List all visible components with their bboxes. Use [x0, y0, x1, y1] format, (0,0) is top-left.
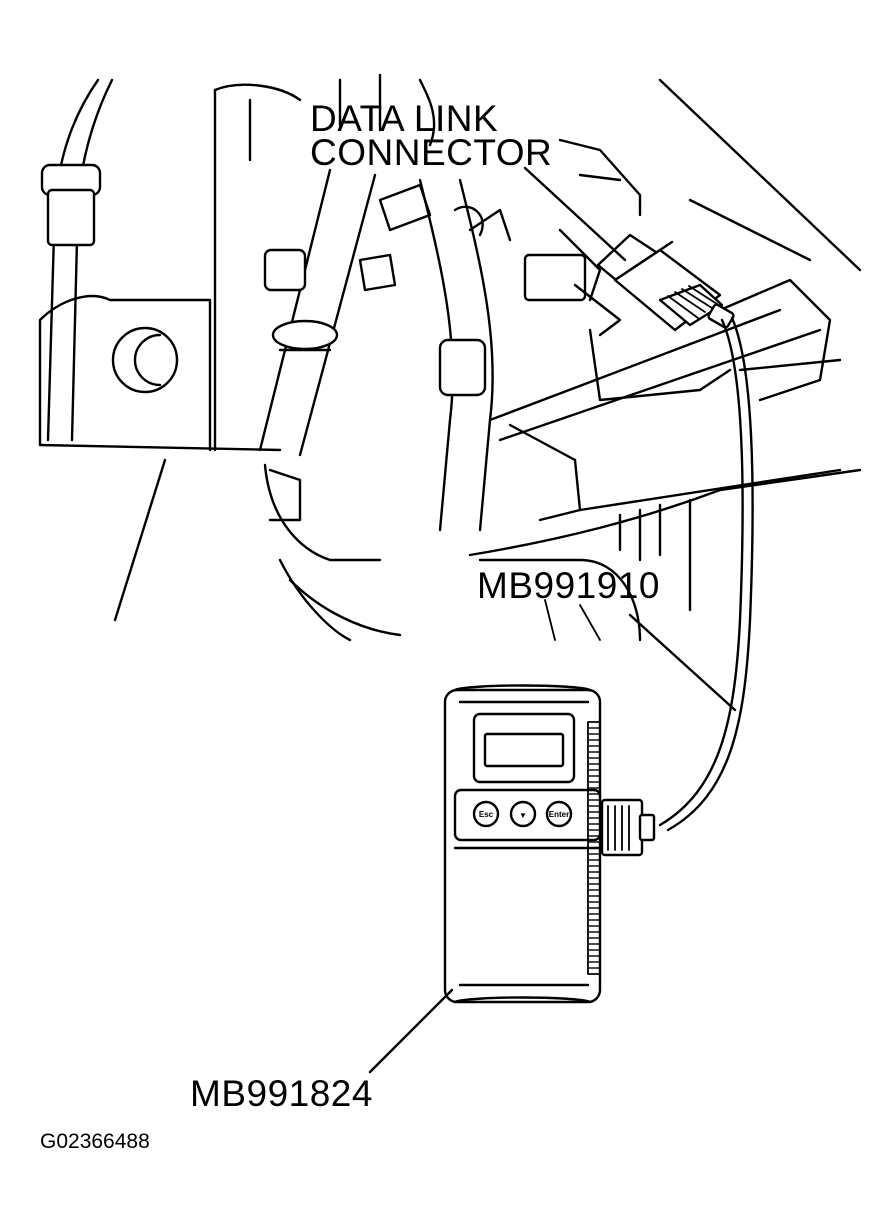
- mb991910-cable: [658, 316, 754, 832]
- connector-leader-line: [523, 166, 627, 262]
- figure-id: G02366488: [40, 1130, 150, 1153]
- esc-button: [472, 800, 500, 828]
- enter-button-label: Enter: [549, 810, 569, 819]
- down-arrow-button: [509, 800, 537, 828]
- cable-leader-line: [628, 613, 737, 712]
- side-grip-ribs: [589, 727, 599, 969]
- enter-button: [545, 800, 573, 828]
- esc-button-label: Esc: [479, 810, 494, 819]
- cable-label: MB991910: [477, 565, 660, 606]
- connector-label-line-2: CONNECTOR: [310, 132, 553, 173]
- tester-leader-line: [368, 988, 454, 1074]
- connector-label-line-1: DATA LINK: [310, 98, 499, 139]
- data-link-connector: [596, 233, 735, 332]
- tester-label: MB991824: [190, 1073, 373, 1114]
- mb991824-tester: Esc ▼ Enter: [443, 684, 656, 1004]
- down-arrow-icon: ▼: [519, 811, 527, 820]
- leader-lines: [368, 166, 737, 1074]
- vehicle-underdash-structure: [38, 73, 862, 642]
